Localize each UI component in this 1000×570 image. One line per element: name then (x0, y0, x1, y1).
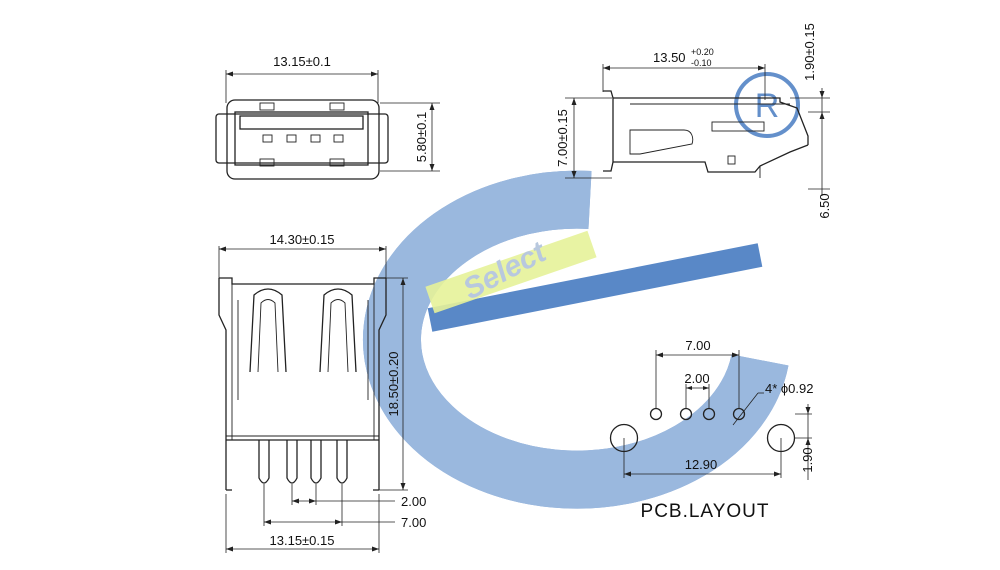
side-view: 13.50 +0.20 -0.10 7.00±0.15 1.90±0.15 6.… (555, 23, 832, 219)
pcb-pin-hole (649, 407, 663, 421)
pcb-mount-span-label: 12.90 (685, 457, 718, 472)
front-view-base-width-label: 13.15±0.15 (270, 533, 335, 548)
side-view-length-tol-minus: -0.10 (691, 58, 712, 68)
pcb-pin-pitch-label: 2.00 (684, 371, 709, 386)
pcb-pin-hole (702, 407, 716, 421)
pcb-pin-span-label: 7.00 (685, 338, 710, 353)
side-view-height-label: 7.00±0.15 (555, 109, 570, 167)
registered-mark-letter: R (755, 87, 780, 125)
pcb-hole-spec-label: 4* ϕ0.92 (765, 381, 813, 396)
front-view-pin-pitch-label: 2.00 (401, 494, 426, 509)
top-view-height-label: 5.80±0.1 (414, 112, 429, 163)
side-view-tab-height-label: 1.90±0.15 (802, 23, 817, 81)
front-view: 14.30±0.15 18.50±0.20 2.00 (218, 232, 426, 553)
pcb-layout-title: PCB.LAYOUT (641, 501, 770, 522)
top-view-width-label: 13.15±0.1 (273, 54, 331, 69)
side-view-length-label: 13.50 (653, 50, 686, 65)
pcb-pin-hole (732, 407, 746, 421)
registered-mark-icon (734, 72, 800, 138)
pcb-layout: 7.00 2.00 4* ϕ0.92 12.90 1.90 PCB.LAYOUT (609, 338, 815, 522)
front-view-height-label: 18.50±0.20 (386, 352, 401, 417)
pcb-pin-hole (679, 407, 693, 421)
side-view-length-tol-plus: +0.20 (691, 47, 714, 57)
front-view-width-label: 14.30±0.15 (270, 232, 335, 247)
front-view-pin-span-label: 7.00 (401, 515, 426, 530)
side-view-pin-drop-label: 6.50 (817, 193, 832, 218)
top-view: 13.15±0.1 5.80±0.1 (215, 54, 440, 180)
pcb-mount-offset-label: 1.90 (800, 447, 815, 472)
